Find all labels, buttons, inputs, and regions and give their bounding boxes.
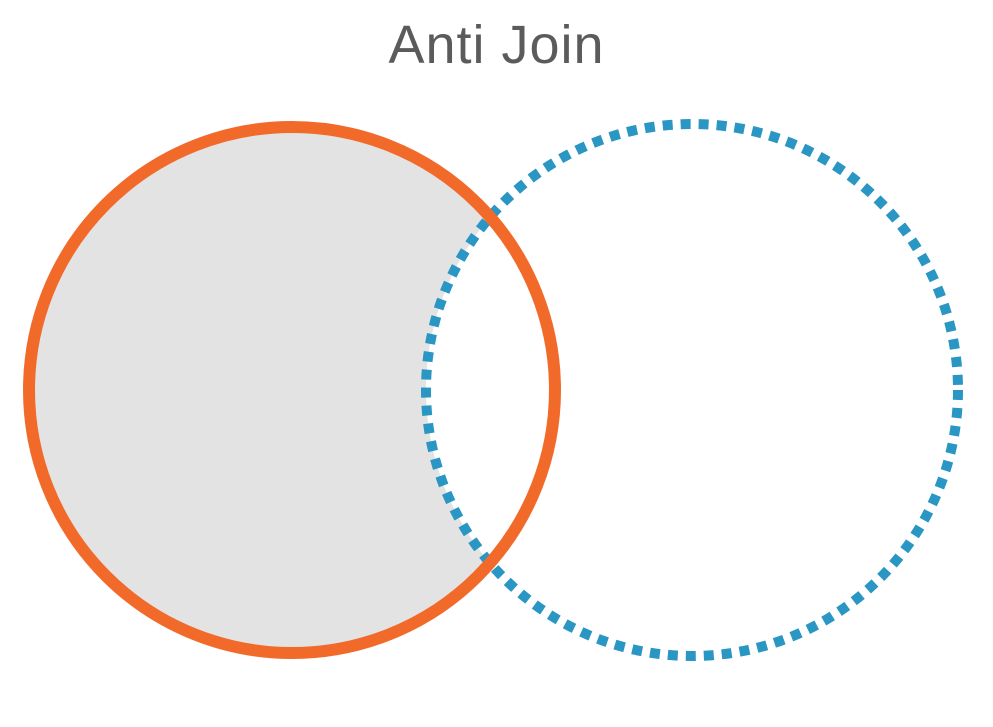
right-set-outline <box>421 119 963 661</box>
left-set-outline <box>23 121 561 659</box>
overlap-region <box>426 124 958 656</box>
diagram-title: Anti Join <box>388 15 605 75</box>
left-set-fill <box>29 127 555 653</box>
